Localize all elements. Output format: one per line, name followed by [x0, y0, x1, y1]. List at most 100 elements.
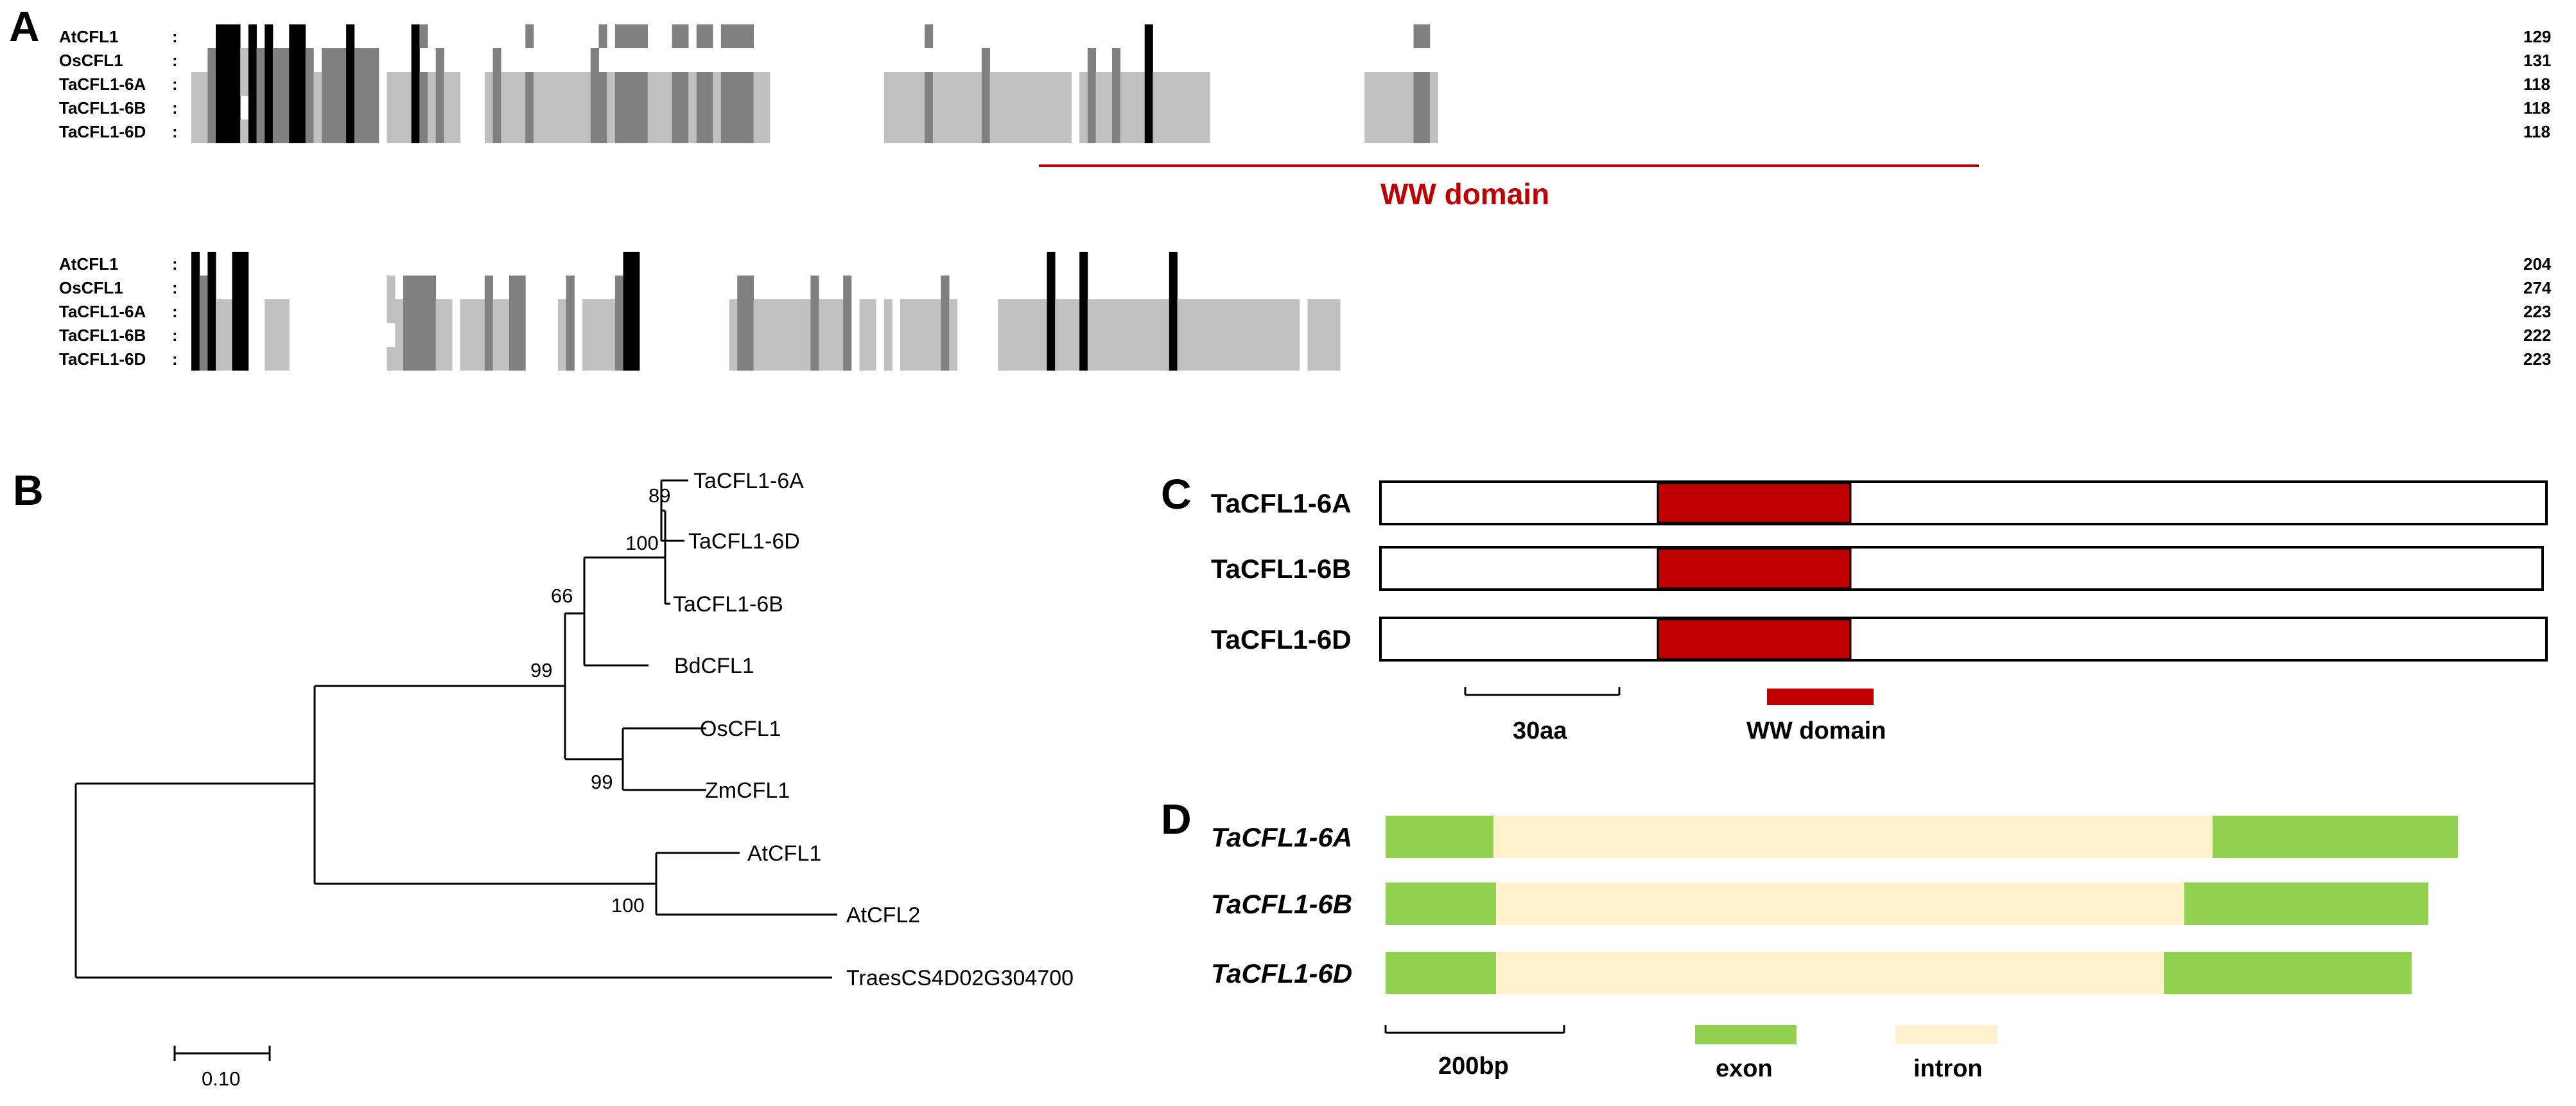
conservation-shade [1275, 347, 1284, 371]
conservation-shade [1177, 119, 1186, 143]
conservation-shade [1169, 72, 1178, 96]
conservation-shade [541, 72, 550, 96]
conservation-shade [272, 299, 281, 323]
conservation-shade [207, 276, 216, 299]
conservation-shade [1136, 119, 1145, 143]
conservation-shade [191, 119, 200, 143]
conservation-shade [501, 72, 510, 96]
conservation-shade [941, 276, 950, 299]
conservation-shade [1031, 72, 1040, 96]
conservation-shade [826, 299, 835, 323]
conservation-shade [631, 24, 640, 48]
conservation-shade [265, 48, 274, 72]
conservation-shade [501, 347, 510, 371]
conservation-shade [281, 347, 290, 371]
conservation-shade [1038, 72, 1047, 96]
conservation-shade [720, 72, 729, 96]
conservation-shade [590, 72, 599, 96]
conservation-shade [843, 276, 852, 299]
conservation-shade [925, 323, 934, 347]
conservation-shade [1014, 72, 1023, 96]
conservation-shade [1136, 72, 1145, 96]
conservation-shade [1364, 96, 1373, 119]
conservation-shade [240, 276, 249, 299]
conservation-shade [810, 299, 819, 323]
conservation-shade [623, 72, 632, 96]
conservation-shade [1144, 299, 1153, 323]
conservation-shade [639, 119, 648, 143]
conservation-shade [916, 72, 925, 96]
sequence-end-position: 204 [2523, 254, 2552, 274]
conservation-shade [598, 96, 607, 119]
conservation-shade [1373, 96, 1382, 119]
conservation-shade [550, 96, 559, 119]
conservation-shade [191, 276, 200, 299]
conservation-shade [1079, 72, 1088, 96]
conservation-shade [1250, 347, 1259, 371]
conservation-shade [623, 24, 632, 48]
conservation-shade [322, 119, 331, 143]
conservation-shade [492, 323, 501, 347]
conservation-shade [819, 299, 828, 323]
conservation-shade [883, 119, 892, 143]
conservation-shade [346, 48, 355, 72]
conservation-shade [289, 24, 298, 48]
conservation-shade [1038, 299, 1047, 323]
conservation-shade [949, 119, 958, 143]
conservation-shade [216, 48, 225, 72]
conservation-shade [582, 119, 591, 143]
conservation-shade [281, 48, 290, 72]
conservation-shade [664, 72, 673, 96]
conservation-shade [248, 48, 257, 72]
sequence-name: TaCFL1-6B [59, 326, 146, 345]
conservation-shade [509, 119, 518, 143]
conservation-shade [1169, 252, 1178, 276]
conservation-shade [1144, 119, 1153, 143]
conservation-shade [794, 347, 803, 371]
conservation-shade [395, 119, 404, 143]
conservation-shade [981, 48, 991, 72]
conservation-shade [614, 323, 623, 347]
conservation-shade [484, 72, 493, 96]
conservation-shade [623, 119, 632, 143]
conservation-shade [623, 276, 632, 299]
conservation-shade [232, 24, 241, 48]
conservation-shade [256, 48, 265, 72]
conservation-shade [1014, 323, 1023, 347]
conservation-shade [558, 347, 567, 371]
protein-gene-name: TaCFL1-6B [1211, 554, 1352, 584]
conservation-shade [533, 96, 543, 119]
conservation-shade [207, 347, 216, 371]
conservation-shade [1323, 299, 1332, 323]
conservation-shade [1169, 119, 1178, 143]
conservation-shade [949, 96, 958, 119]
conservation-shade [1332, 347, 1341, 371]
conservation-shade [574, 119, 583, 143]
intron-legend-label: intron [1913, 1055, 1983, 1082]
conservation-shade [1031, 119, 1040, 143]
conservation-shade [704, 72, 713, 96]
conservation-shade [1429, 119, 1438, 143]
conservation-shade [354, 119, 363, 143]
exon-legend-swatch [1695, 1025, 1797, 1044]
conservation-shade [313, 119, 322, 143]
conservation-shade [614, 24, 623, 48]
conservation-shade [908, 323, 917, 347]
conservation-shade [623, 347, 632, 371]
conservation-shade [419, 72, 428, 96]
conservation-shade [525, 72, 534, 96]
conservation-shade [216, 72, 225, 96]
conservation-shade [411, 24, 420, 48]
conservation-shade [1153, 323, 1162, 347]
row-separator: : [172, 326, 178, 345]
conservation-shade [1405, 72, 1414, 96]
conservation-shade [1144, 323, 1153, 347]
conservation-shade [525, 119, 534, 143]
row-separator: : [172, 27, 178, 46]
conservation-shade [289, 96, 298, 119]
sequence-name: TaCFL1-6B [59, 98, 146, 118]
conservation-shade [435, 323, 444, 347]
conservation-shade [517, 276, 526, 299]
conservation-shade [517, 347, 526, 371]
row-separator: : [172, 51, 178, 70]
